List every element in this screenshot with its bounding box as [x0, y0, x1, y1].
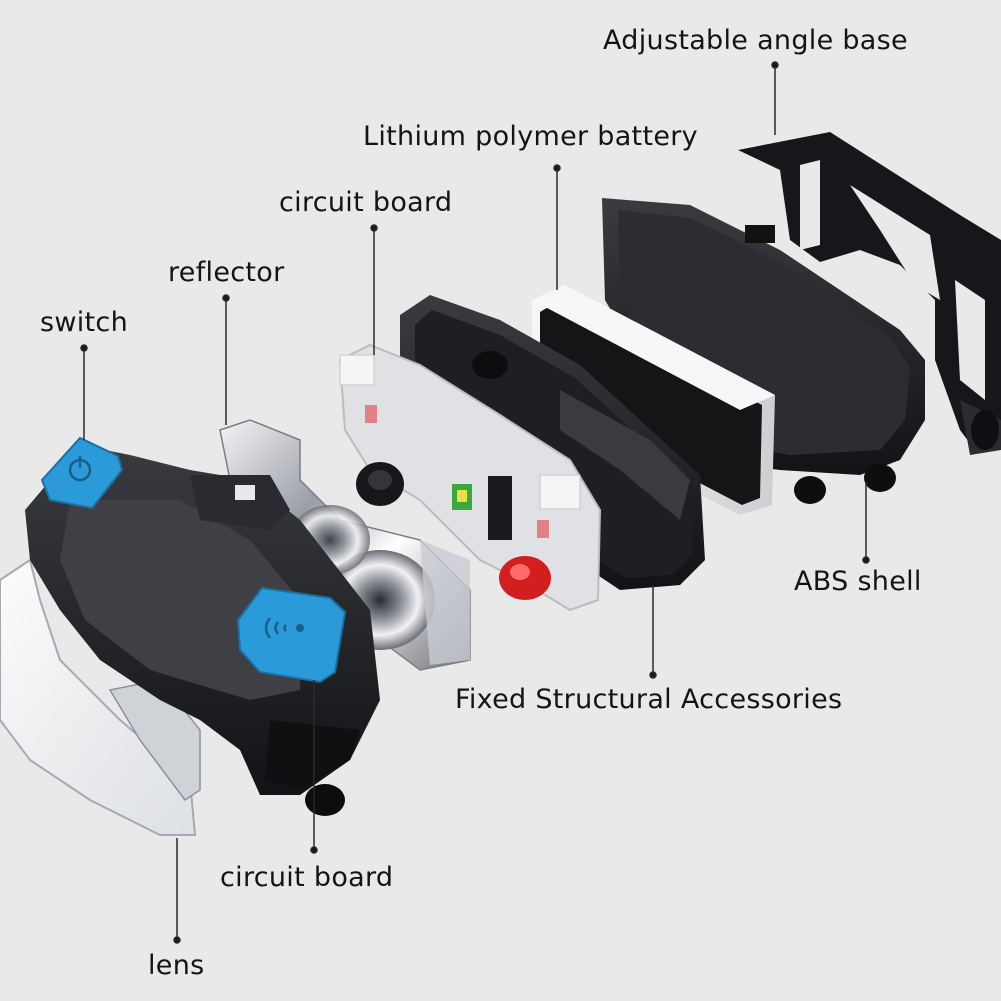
lithium-polymer-battery-part [532, 285, 775, 515]
switch-button-part [40, 436, 124, 510]
sensor-button-part [236, 586, 347, 684]
label-lens: lens [148, 950, 205, 981]
leader-circuit-board-top [370, 224, 378, 355]
label-circuit-board-top: circuit board [279, 187, 453, 218]
label-abs-shell: ABS shell [794, 566, 922, 597]
leader-abs-shell [862, 482, 870, 564]
label-fixed-structural-accessories: Fixed Structural Accessories [455, 684, 843, 715]
leader-lithium-polymer-battery [553, 164, 561, 290]
label-lithium-polymer-battery: Lithium polymer battery [363, 121, 698, 152]
leader-reflector [222, 294, 230, 425]
leader-lines [80, 61, 870, 944]
lens-part [0, 558, 201, 836]
label-circuit-board-bottom: circuit board [220, 862, 394, 893]
adjustable-angle-base-part [738, 132, 1001, 455]
leader-circuit-board-bottom [310, 680, 318, 854]
leader-switch [80, 344, 88, 440]
leader-fixed-structural-accessories [649, 585, 657, 679]
wave-sensor-icon [264, 617, 304, 639]
circuit-board-top-part [338, 343, 602, 612]
leader-lens [173, 838, 181, 944]
power-icon [68, 456, 92, 482]
leader-adjustable-angle-base [771, 61, 779, 135]
label-reflector: reflector [168, 257, 285, 288]
fixed-structural-accessories-part [400, 295, 705, 590]
label-adjustable-angle-base: Adjustable angle base [603, 25, 908, 56]
label-switch: switch [40, 307, 128, 338]
